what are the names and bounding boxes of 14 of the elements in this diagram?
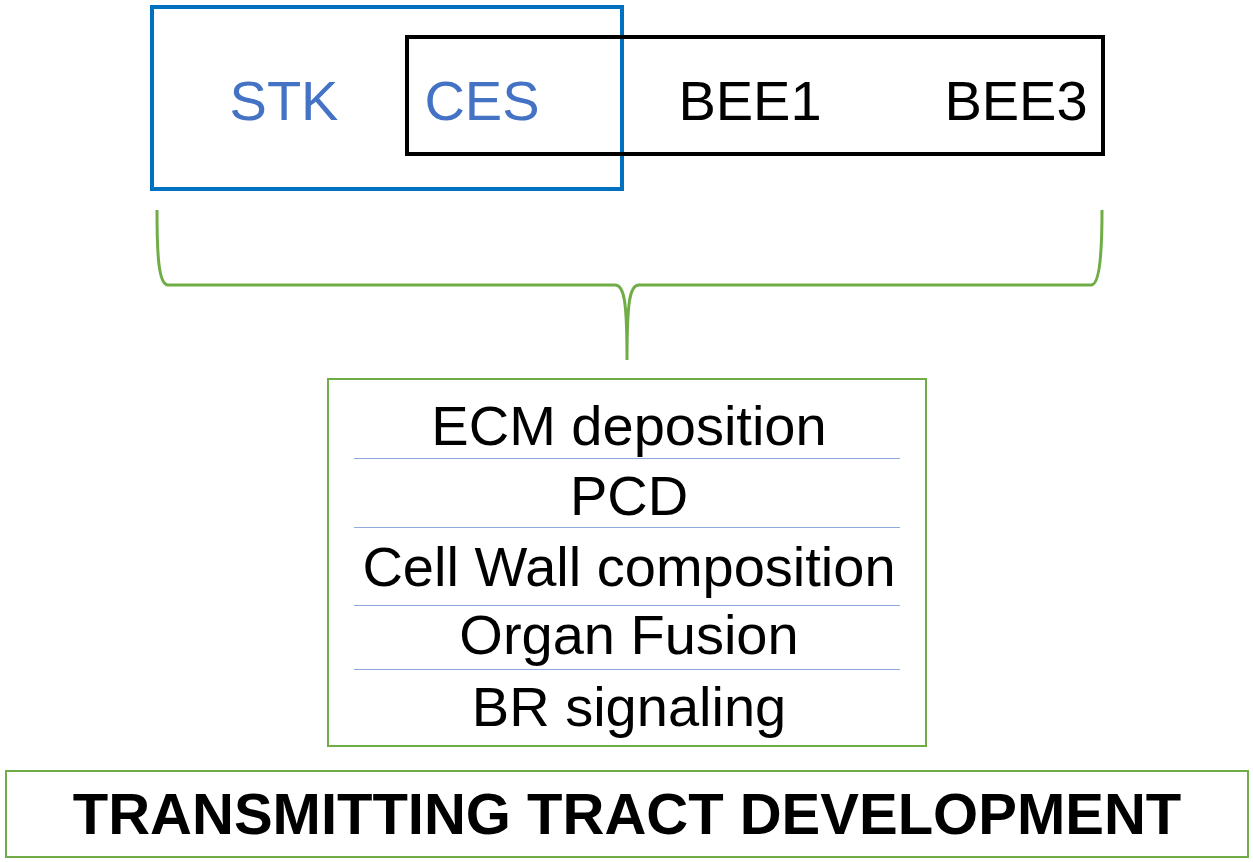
gene-group-box — [150, 5, 624, 191]
gene-label: BEE1 — [678, 70, 822, 132]
gene-label: BEE3 — [944, 70, 1088, 132]
process-list-box — [327, 378, 927, 747]
outcome-title: TRANSMITTING TRACT DEVELOPMENT — [72, 782, 1182, 846]
process-label: Organ Fusion — [459, 604, 799, 666]
gene-label: CES — [424, 70, 540, 132]
process-label: PCD — [569, 465, 689, 527]
process-label: Cell Wall composition — [362, 536, 896, 598]
process-label: ECM deposition — [431, 395, 827, 457]
process-label: BR signaling — [471, 676, 787, 738]
gene-group-box — [405, 35, 1105, 156]
outcome-box — [5, 770, 1249, 858]
gene-label: STK — [229, 70, 339, 132]
